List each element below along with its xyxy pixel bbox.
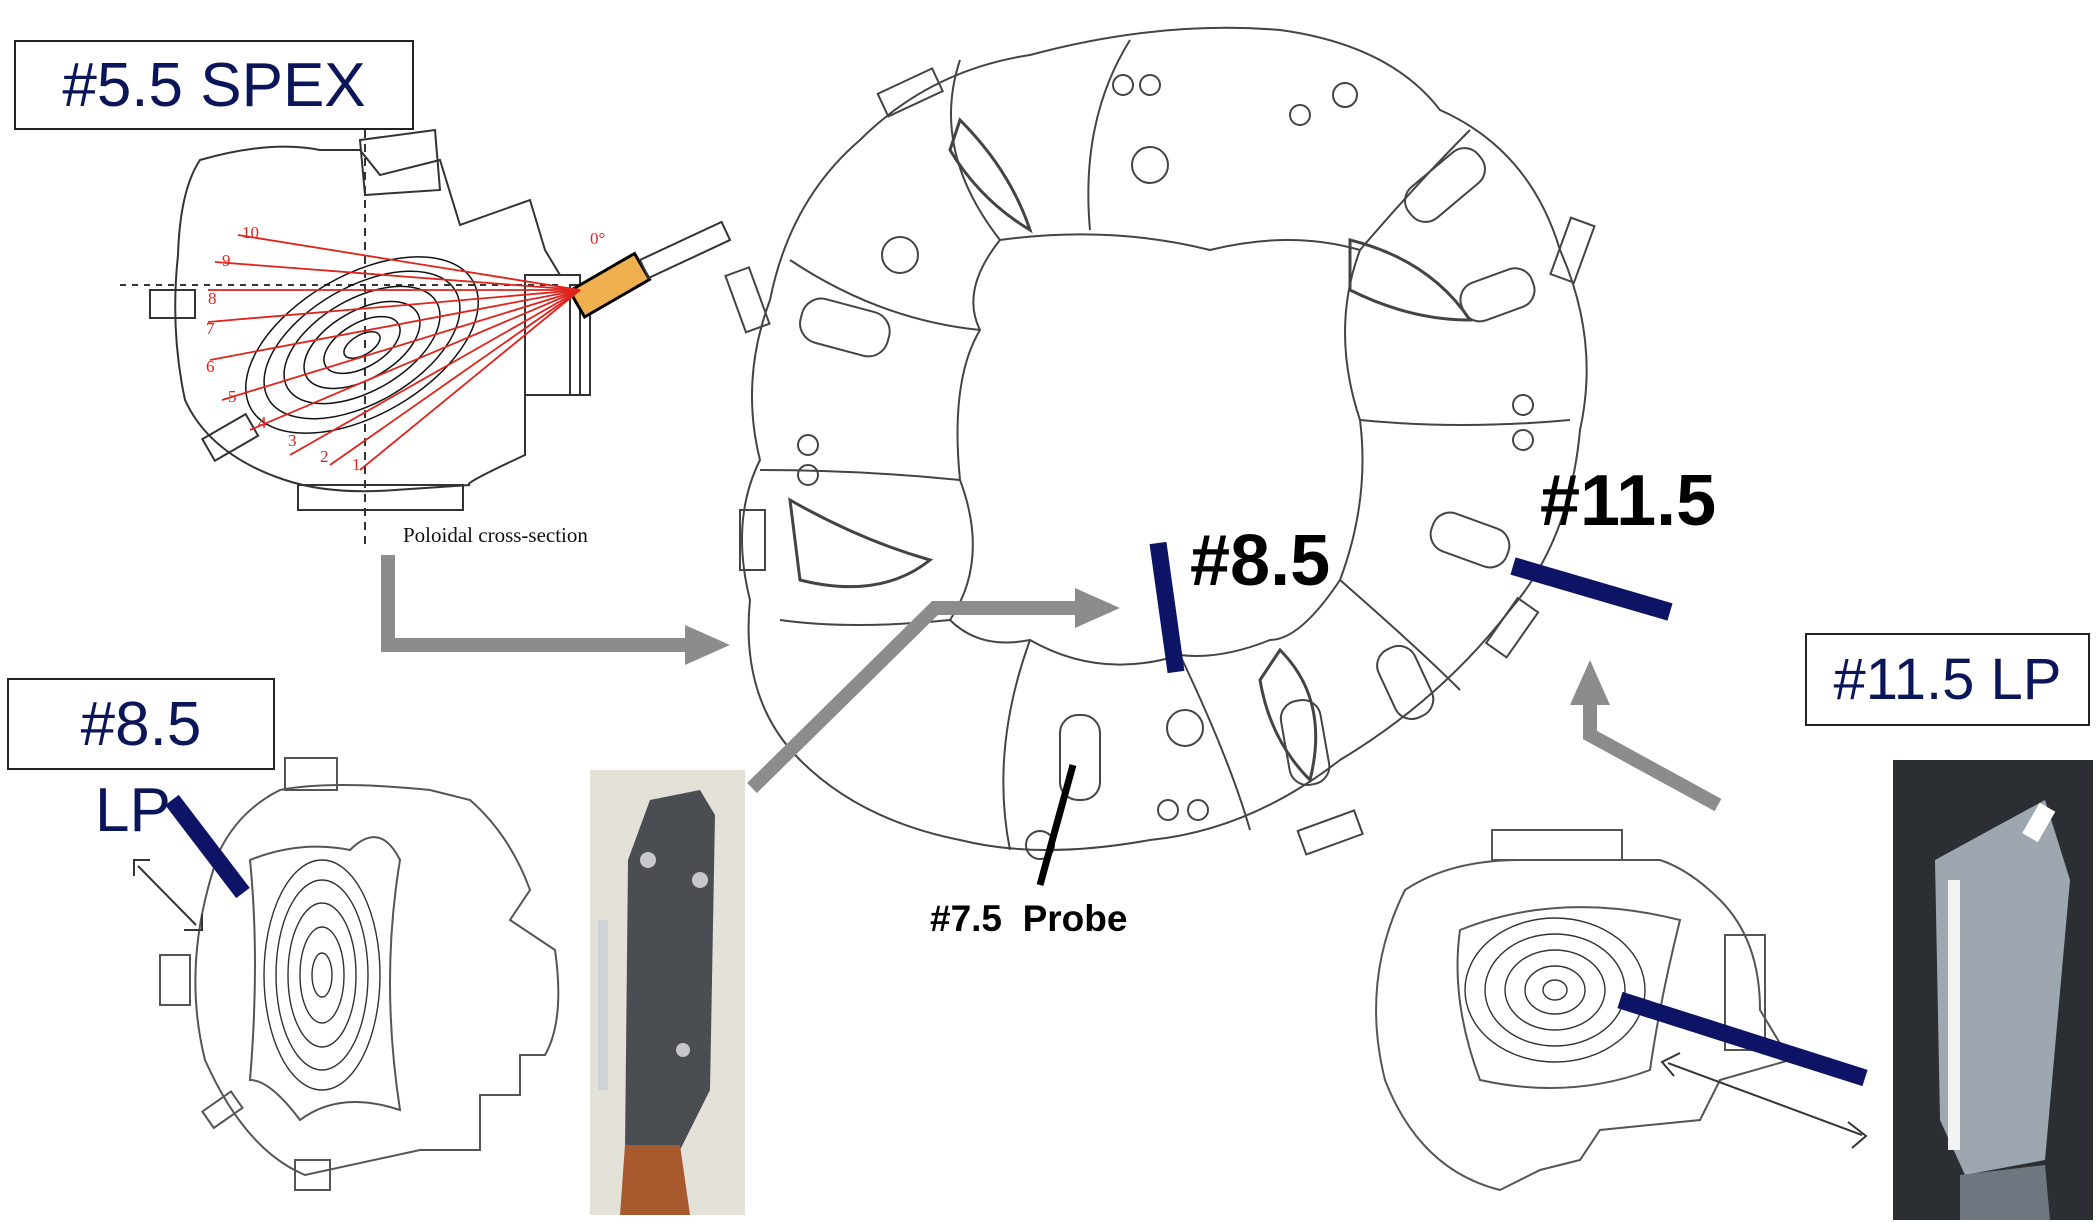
torus-top-view [724,26,1596,860]
flux-surfaces [245,256,479,434]
probe-75-label: #7.5 Probe [930,898,1128,939]
chord-number-6: 6 [206,357,215,376]
lp115-motion-arrow [1660,1052,1868,1149]
chord-number-10: 10 [242,223,259,242]
port-75-probe-line [1036,764,1077,886]
chord-number-3: 3 [288,431,297,450]
lp115-cross-section [1375,829,1792,1192]
chord-number-4: 4 [258,413,267,432]
torus-inner-outline [948,233,1364,666]
poloidal-caption: Poloidal cross-section [403,523,588,547]
spex-cross-section [120,128,732,550]
lp115-vessel-outline [1375,859,1792,1192]
lp85-vessel-outline [194,784,560,1177]
port-115-probe-bar [1510,557,1673,621]
chord-number-9: 9 [222,251,231,270]
arrow-spex-to-torus [381,555,690,652]
lp115-title: #11.5 LP [1833,647,2062,712]
chord-number-8: 8 [208,289,217,308]
probe-115-photo [1893,760,2093,1220]
angle-label: 0° [590,229,605,248]
spex-chord-numbers: 10 9 8 7 6 5 4 3 2 1 0° [206,223,605,474]
spex-title-box: #5.5 SPEX [14,40,414,130]
port-85-label: #8.5 [1190,521,1331,601]
lp85-cross-section [159,757,560,1191]
lp85-probe-bar [165,794,250,899]
lp85-subtitle: LP [95,776,171,845]
chord-number-1: 1 [352,455,361,474]
arrow-photo85-to-torus [747,601,1080,793]
port-85-probe-bar [1149,541,1185,674]
arrow-lp115-to-torus [1583,700,1722,812]
port-115-label: #11.5 [1540,461,1717,541]
chord-number-2: 2 [320,447,329,466]
chord-number-5: 5 [228,387,237,406]
lp85-title: #8.5 [80,689,202,759]
chord-number-7: 7 [206,319,215,338]
lp115-title-box: #11.5 LP [1805,633,2090,726]
probe-85-photo [590,770,745,1215]
lp85-motion-arrow [133,859,203,931]
spex-chords [207,234,581,471]
lp115-probe-bar [1617,991,1868,1087]
spex-title: #5.5 SPEX [62,50,366,120]
torus-outer-outline [741,26,1588,851]
gray-arrows [381,555,1722,812]
lp85-title-box: #8.5 [7,678,275,770]
